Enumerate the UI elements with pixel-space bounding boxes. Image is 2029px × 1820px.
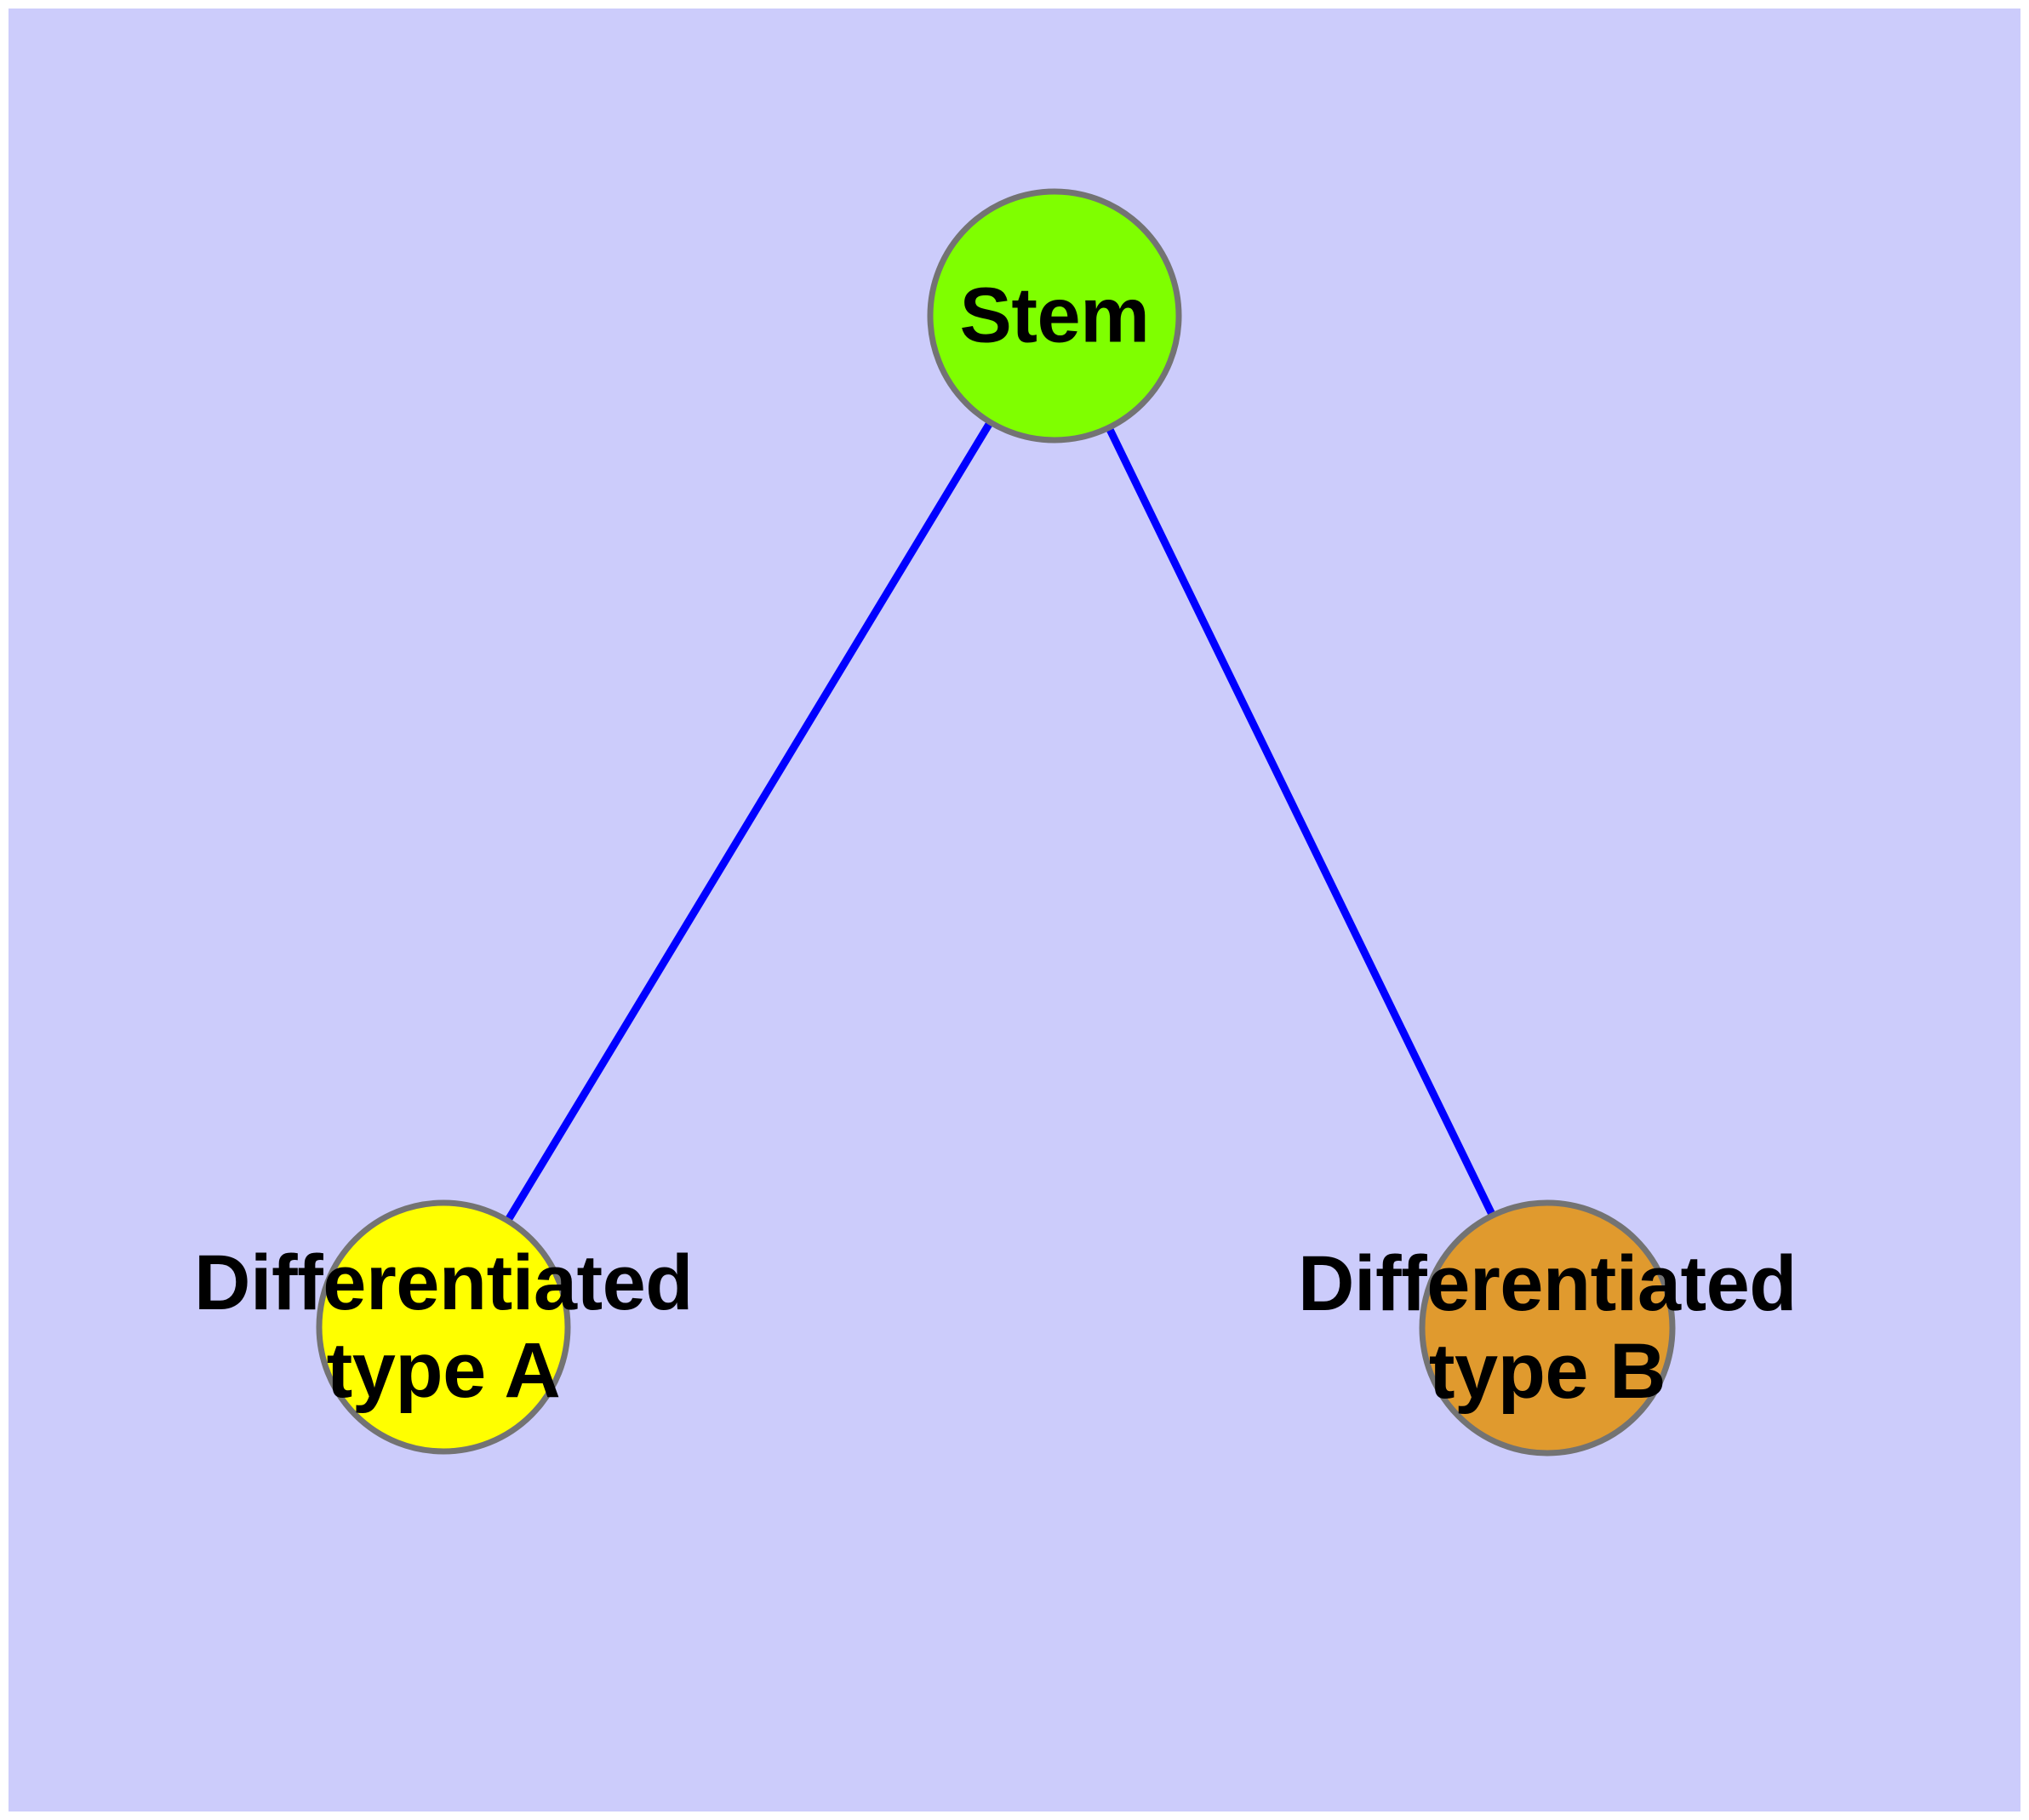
node-layer: [316, 188, 1676, 1457]
graph-node-diff-a[interactable]: [316, 1199, 571, 1455]
edge-layer: [440, 313, 1552, 1330]
graph-edge-stem-to-diff-a[interactable]: [440, 313, 1058, 1330]
graph-node-stem[interactable]: [927, 188, 1182, 444]
graph-edge-stem-to-diff-b[interactable]: [1050, 314, 1552, 1330]
graph-node-diff-b[interactable]: [1419, 1199, 1676, 1457]
